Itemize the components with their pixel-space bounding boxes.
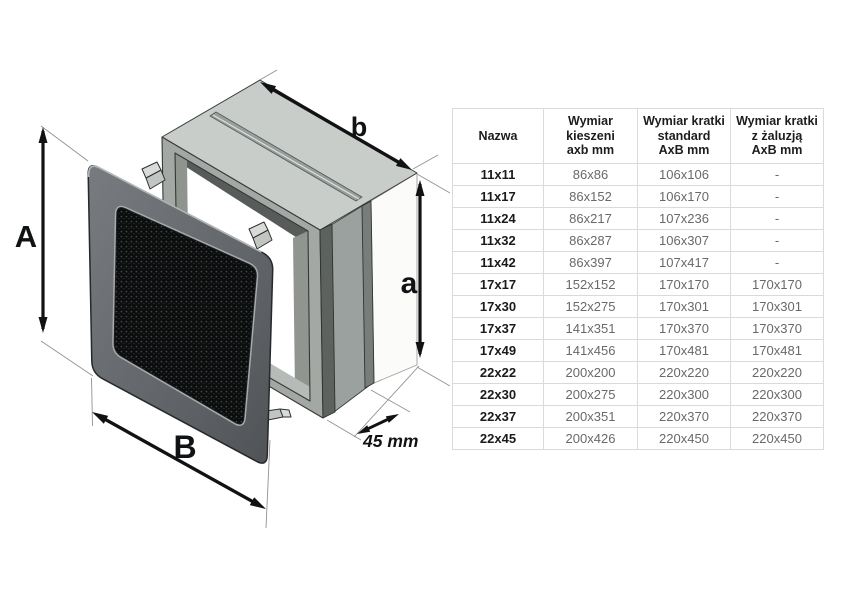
cell-standard: 170x301 [637, 295, 731, 318]
dim-label-a: a [401, 267, 418, 300]
cell-name: 22x37 [452, 405, 544, 428]
cell-standard: 220x370 [637, 405, 731, 428]
cell-pocket: 86x152 [543, 185, 638, 208]
table-row: 11x42 86x397 107x417 - [452, 251, 824, 274]
cell-standard: 106x170 [637, 185, 731, 208]
table-header-row: Nazwa Wymiar kieszeni axb mm Wymiar krat… [452, 108, 824, 164]
cell-pocket: 200x200 [543, 361, 638, 384]
cell-name: 22x22 [452, 361, 544, 384]
spring-clip-icon [279, 408, 292, 418]
cell-louver: 170x481 [730, 339, 824, 362]
cell-name: 17x49 [452, 339, 544, 362]
grille-front [87, 165, 274, 464]
cell-louver: - [730, 251, 824, 274]
table-row: 17x17 152x152 170x170 170x170 [452, 273, 824, 296]
cell-louver: 170x170 [730, 273, 824, 296]
cell-name: 22x30 [452, 383, 544, 406]
table-row: 22x45 200x426 220x450 220x450 [452, 427, 824, 450]
table-row: 22x22 200x200 220x220 220x220 [452, 361, 824, 384]
cell-pocket: 200x275 [543, 383, 638, 406]
cell-louver: 170x301 [730, 295, 824, 318]
cell-louver: 220x220 [730, 361, 824, 384]
header-nazwa: Nazwa [452, 108, 544, 164]
dim-label-A: A [15, 219, 37, 254]
cell-name: 11x11 [452, 163, 544, 186]
cell-pocket: 86x217 [543, 207, 638, 230]
cell-louver: 220x300 [730, 383, 824, 406]
cell-louver: - [730, 207, 824, 230]
cell-pocket: 152x152 [543, 273, 638, 296]
cell-louver: - [730, 185, 824, 208]
cell-standard: 170x170 [637, 273, 731, 296]
spring-clip-icon [248, 221, 269, 239]
table-row: 17x49 141x456 170x481 170x481 [452, 339, 824, 362]
cell-standard: 106x307 [637, 229, 731, 252]
grille-exploded-diagram: A B b a 45 mm [15, 69, 450, 529]
cell-name: 11x17 [452, 185, 544, 208]
table-row: 17x30 152x275 170x301 170x301 [452, 295, 824, 318]
cell-name: 11x42 [452, 251, 544, 274]
cell-louver: 170x370 [730, 317, 824, 340]
cell-standard: 170x481 [637, 339, 731, 362]
header-wymiar-kratki-standard: Wymiar kratki standard AxB mm [637, 108, 731, 164]
extension-lines [40, 69, 450, 529]
dim-label-B: B [173, 429, 196, 465]
cell-name: 11x32 [452, 229, 544, 252]
cell-pocket: 200x426 [543, 427, 638, 450]
table-row: 17x37 141x351 170x370 170x370 [452, 317, 824, 340]
header-wymiar-kieszeni: Wymiar kieszeni axb mm [543, 108, 638, 164]
cell-pocket: 86x287 [543, 229, 638, 252]
cell-pocket: 86x86 [543, 163, 638, 186]
table-row: 11x32 86x287 106x307 - [452, 229, 824, 252]
table-row: 22x37 200x351 220x370 220x370 [452, 405, 824, 428]
table-row: 22x30 200x275 220x300 220x300 [452, 383, 824, 406]
dim-label-b: b [351, 112, 368, 142]
spring-clips [141, 161, 292, 421]
cell-pocket: 152x275 [543, 295, 638, 318]
grille-mesh [113, 207, 257, 425]
cell-standard: 220x220 [637, 361, 731, 384]
cell-name: 17x37 [452, 317, 544, 340]
pocket-front-rim-edge [319, 223, 336, 419]
table-row: 11x17 86x152 106x170 - [452, 185, 824, 208]
cell-name: 17x17 [452, 273, 544, 296]
dimension-arrows [38, 82, 425, 509]
cell-standard: 106x106 [637, 163, 731, 186]
cell-name: 11x24 [452, 207, 544, 230]
cell-louver: - [730, 163, 824, 186]
cell-name: 22x45 [452, 427, 544, 450]
table-row: 11x24 86x217 107x236 - [452, 207, 824, 230]
cell-name: 17x30 [452, 295, 544, 318]
cell-standard: 107x236 [637, 207, 731, 230]
cell-standard: 170x370 [637, 317, 731, 340]
cell-standard: 107x417 [637, 251, 731, 274]
cell-pocket: 141x351 [543, 317, 638, 340]
dim-label-depth: 45 mm [362, 431, 418, 451]
cell-louver: - [730, 229, 824, 252]
cell-standard: 220x300 [637, 383, 731, 406]
cell-pocket: 141x456 [543, 339, 638, 362]
cell-pocket: 86x397 [543, 251, 638, 274]
pocket-back-rim-edge [361, 200, 375, 389]
spec-table: Nazwa Wymiar kieszeni axb mm Wymiar krat… [452, 108, 824, 450]
cell-louver: 220x370 [730, 405, 824, 428]
cell-standard: 220x450 [637, 427, 731, 450]
spring-clip-icon [141, 161, 162, 179]
cell-pocket: 200x351 [543, 405, 638, 428]
table-row: 11x11 86x86 106x106 - [452, 163, 824, 186]
header-wymiar-kratki-zaluzja: Wymiar kratki z żaluzją AxB mm [730, 108, 824, 164]
cell-louver: 220x450 [730, 427, 824, 450]
